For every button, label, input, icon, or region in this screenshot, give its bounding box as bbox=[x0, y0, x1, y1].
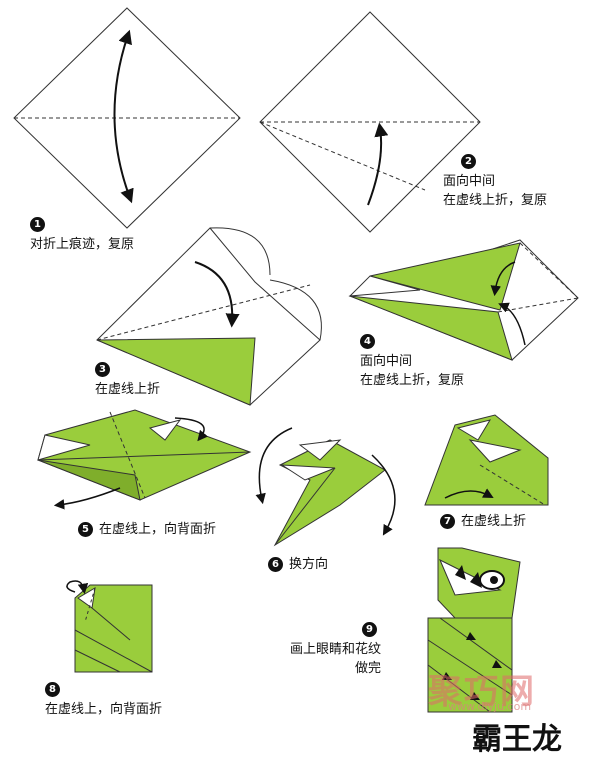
step-5-label: 5 在虚线上，向背面折 bbox=[78, 520, 216, 539]
step-2-line-2: 在虚线上折，复原 bbox=[443, 193, 548, 208]
step-2-line-1: 面向中间 bbox=[443, 174, 496, 189]
step-6-figure bbox=[255, 427, 396, 547]
step-2-label: 2 面向中间 在虚线上折，复原 bbox=[443, 152, 547, 210]
step-6-number: 6 bbox=[268, 557, 283, 572]
step-9-figure bbox=[427, 547, 521, 713]
step-8-number: 8 bbox=[45, 682, 60, 697]
step-4-line-1: 面向中间 bbox=[360, 354, 413, 369]
step-7-text: 在虚线上折 bbox=[461, 514, 527, 529]
step-3-figure bbox=[96, 227, 322, 406]
step-5-text: 在虚线上，向背面折 bbox=[99, 522, 217, 537]
step-5-number: 5 bbox=[78, 522, 93, 537]
step-4-number: 4 bbox=[360, 334, 375, 349]
step-6-text: 换方向 bbox=[289, 557, 329, 572]
step-9-line-1: 画上眼睛和花纹 bbox=[290, 642, 382, 657]
step-6-label: 6 换方向 bbox=[268, 555, 328, 574]
step-3-label: 3 在虚线上折 bbox=[95, 360, 160, 399]
step-1-text: 对折上痕迹，复原 bbox=[30, 237, 135, 252]
step-4-line-2: 在虚线上折，复原 bbox=[360, 373, 465, 388]
step-3-number: 3 bbox=[95, 362, 110, 377]
watermark-url: www.diyju.com bbox=[448, 700, 532, 713]
step-1-label: 1 对折上痕迹，复原 bbox=[30, 215, 134, 254]
step-4-figure bbox=[348, 239, 579, 361]
step-2-number: 2 bbox=[461, 154, 476, 169]
step-8-text: 在虚线上，向背面折 bbox=[45, 702, 163, 717]
step-2-figure bbox=[259, 11, 481, 233]
step-9-label: 9 画上眼睛和花纹 做完 bbox=[290, 620, 381, 678]
step-4-label: 4 面向中间 在虚线上折，复原 bbox=[360, 332, 464, 390]
step-9-number: 9 bbox=[362, 622, 378, 637]
step-8-label: 8 在虚线上，向背面折 bbox=[45, 680, 162, 719]
step-7-number: 7 bbox=[440, 514, 455, 529]
step-5-figure bbox=[37, 409, 252, 510]
step-1-figure bbox=[13, 7, 241, 229]
step-9-line-2: 做完 bbox=[355, 661, 382, 676]
step-8-figure bbox=[66, 580, 153, 673]
watermark-logo: 聚巧网 bbox=[428, 672, 536, 712]
step-7-label: 7 在虚线上折 bbox=[440, 512, 526, 531]
step-1-number: 1 bbox=[30, 217, 45, 232]
step-3-text: 在虚线上折 bbox=[95, 382, 161, 397]
step-7-figure bbox=[424, 414, 549, 506]
diagram-title: 霸王龙 bbox=[472, 722, 562, 757]
